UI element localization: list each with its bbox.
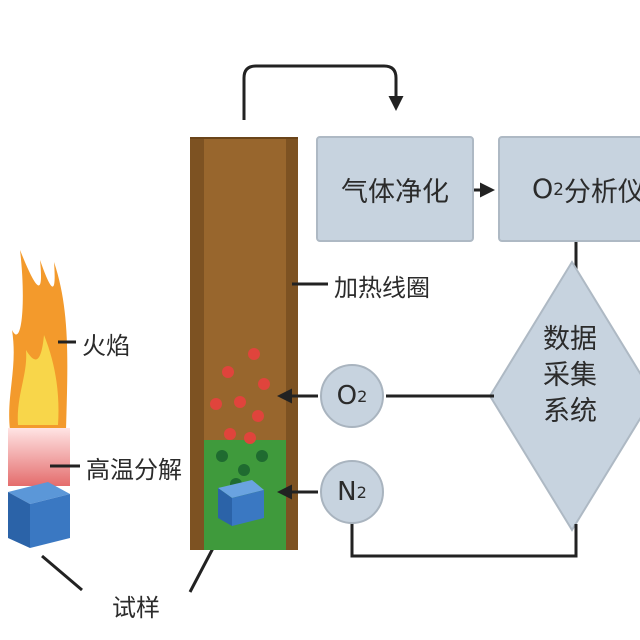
sample-label: 试样 bbox=[112, 594, 160, 622]
oxygen-dot bbox=[258, 378, 270, 390]
sample-cube-furnace bbox=[218, 480, 264, 526]
oxygen-dot bbox=[222, 366, 234, 378]
sample-cube-left bbox=[8, 482, 70, 548]
o2-subscript: 2 bbox=[357, 386, 368, 406]
nitrogen-dot bbox=[238, 464, 250, 476]
gas-purification-box: 气体净化 bbox=[316, 136, 474, 242]
daq-line-2: 采集 bbox=[543, 360, 597, 391]
n2-to-daq-line bbox=[350, 520, 578, 558]
nitrogen-dot bbox=[256, 450, 268, 462]
oxygen-dot bbox=[210, 398, 222, 410]
furnace-wall-right bbox=[286, 138, 298, 550]
daq-line-3: 系统 bbox=[543, 396, 597, 427]
daq-line-1: 数据 bbox=[543, 324, 597, 355]
oxygen-dot bbox=[224, 428, 236, 440]
top-flow-arrow bbox=[242, 64, 404, 120]
oxygen-dot bbox=[234, 396, 246, 408]
o2-symbol: O bbox=[336, 381, 358, 411]
daq-label: 数据 采集 系统 bbox=[530, 322, 610, 430]
gas-purification-label: 气体净化 bbox=[341, 176, 449, 208]
n2-symbol: N bbox=[337, 477, 357, 507]
decomposition-zone bbox=[8, 428, 70, 486]
analyzer-suffix: 分析仪 bbox=[563, 176, 640, 208]
decomposition-label: 高温分解 bbox=[86, 456, 182, 484]
flame-illustration bbox=[8, 250, 70, 548]
oxygen-dot bbox=[252, 410, 264, 422]
flame-label: 火焰 bbox=[82, 332, 130, 360]
furnace-wall-left bbox=[190, 138, 204, 550]
oxygen-dots bbox=[210, 348, 270, 444]
oxygen-dot bbox=[248, 348, 260, 360]
oxygen-dot bbox=[244, 432, 256, 444]
nitrogen-dot bbox=[216, 450, 228, 462]
analyzer-subscript: 2 bbox=[553, 179, 564, 199]
coil-label: 加热线圈 bbox=[334, 274, 430, 302]
daq-diamond bbox=[488, 260, 640, 532]
n2-subscript: 2 bbox=[356, 482, 367, 502]
flame-core-icon bbox=[17, 335, 59, 425]
analyzer-prefix: O bbox=[532, 173, 554, 205]
sample-leader-left bbox=[41, 554, 83, 592]
